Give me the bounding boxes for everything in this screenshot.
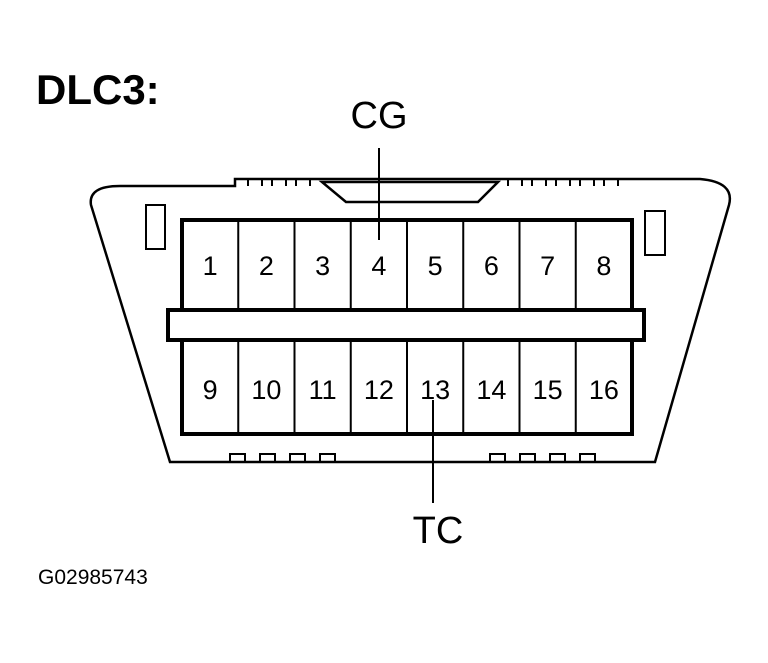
pin-number-5: 5: [428, 251, 443, 281]
connector-key: [318, 180, 502, 204]
pin-number-15: 15: [533, 375, 563, 405]
pin-number-14: 14: [476, 375, 506, 405]
pin-number-11: 11: [309, 375, 337, 405]
pin-number-10: 10: [251, 375, 281, 405]
right-latch: [644, 210, 666, 256]
pin-number-12: 12: [364, 375, 394, 405]
left-latch: [145, 204, 166, 250]
figure-code: G02985743: [38, 566, 148, 589]
housing-top-notches: [247, 178, 619, 186]
housing-bottom-notches: [229, 453, 596, 462]
pin-number-8: 8: [596, 251, 611, 281]
pin-number-7: 7: [540, 251, 555, 281]
pin-number-6: 6: [484, 251, 499, 281]
diagram-title: DLC3:: [36, 66, 160, 113]
tc-callout-label: TC: [413, 510, 464, 552]
pin-number-1: 1: [203, 251, 218, 281]
connector-housing-outline: [89, 177, 732, 464]
center-divider-bar: [166, 308, 646, 342]
pin-number-16: 16: [589, 375, 619, 405]
pin-number-2: 2: [259, 251, 274, 281]
pin-number-4: 4: [371, 251, 386, 281]
pin-number-13: 13: [420, 375, 450, 405]
cg-callout-label: CG: [351, 95, 408, 137]
pin-number-9: 9: [203, 375, 218, 405]
pin-number-3: 3: [315, 251, 330, 281]
